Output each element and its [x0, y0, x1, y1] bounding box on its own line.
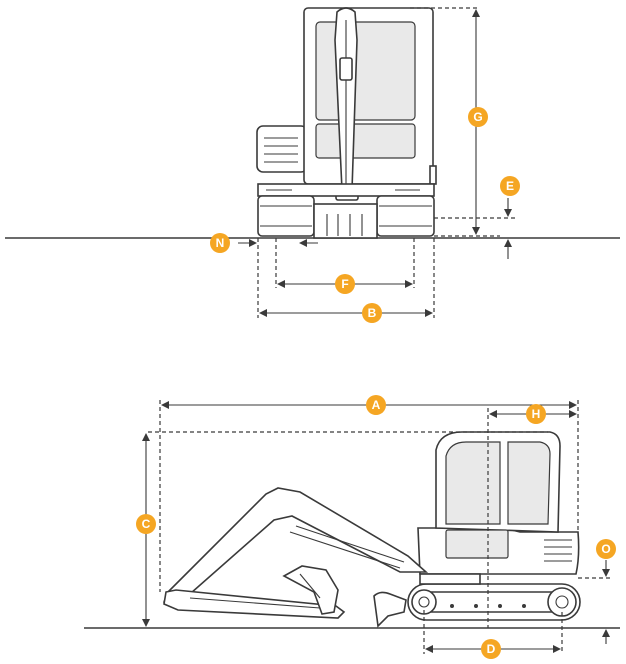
label-C: C: [142, 517, 151, 531]
badge-E: E: [500, 176, 520, 196]
side-bucket: [282, 565, 339, 615]
label-G: G: [473, 110, 482, 124]
side-view: [84, 400, 620, 654]
badge-C: C: [136, 514, 156, 534]
label-F: F: [341, 277, 348, 291]
badge-F: F: [335, 274, 355, 294]
label-H: H: [532, 407, 541, 421]
badge-O: O: [596, 539, 616, 559]
label-B: B: [368, 306, 377, 320]
front-upper-deck: [257, 183, 435, 197]
label-E: E: [506, 179, 514, 193]
side-cab-window-lower: [445, 529, 509, 559]
side-boom: [163, 487, 429, 609]
badge-H: H: [526, 404, 546, 424]
label-D: D: [487, 642, 496, 656]
side-cab-window-front: [445, 441, 501, 525]
side-arm: [163, 589, 346, 619]
label-N: N: [216, 236, 225, 250]
front-track-right: [376, 195, 435, 237]
front-engine-cover: [256, 125, 308, 173]
badge-D: D: [481, 639, 501, 659]
front-view: [5, 7, 620, 318]
badge-B: B: [362, 303, 382, 323]
front-cab-window-upper: [315, 21, 416, 121]
label-A: A: [372, 398, 381, 412]
sprocket-wheel: [547, 587, 577, 617]
label-O: O: [601, 542, 610, 556]
front-blade: [313, 203, 378, 239]
badge-A: A: [366, 395, 386, 415]
front-cab-window-lower: [315, 123, 416, 159]
side-blade: [373, 591, 407, 628]
side-cab-window-side: [507, 441, 551, 525]
front-track-left: [257, 195, 315, 237]
badge-G: G: [468, 107, 488, 127]
badge-N: N: [210, 233, 230, 253]
